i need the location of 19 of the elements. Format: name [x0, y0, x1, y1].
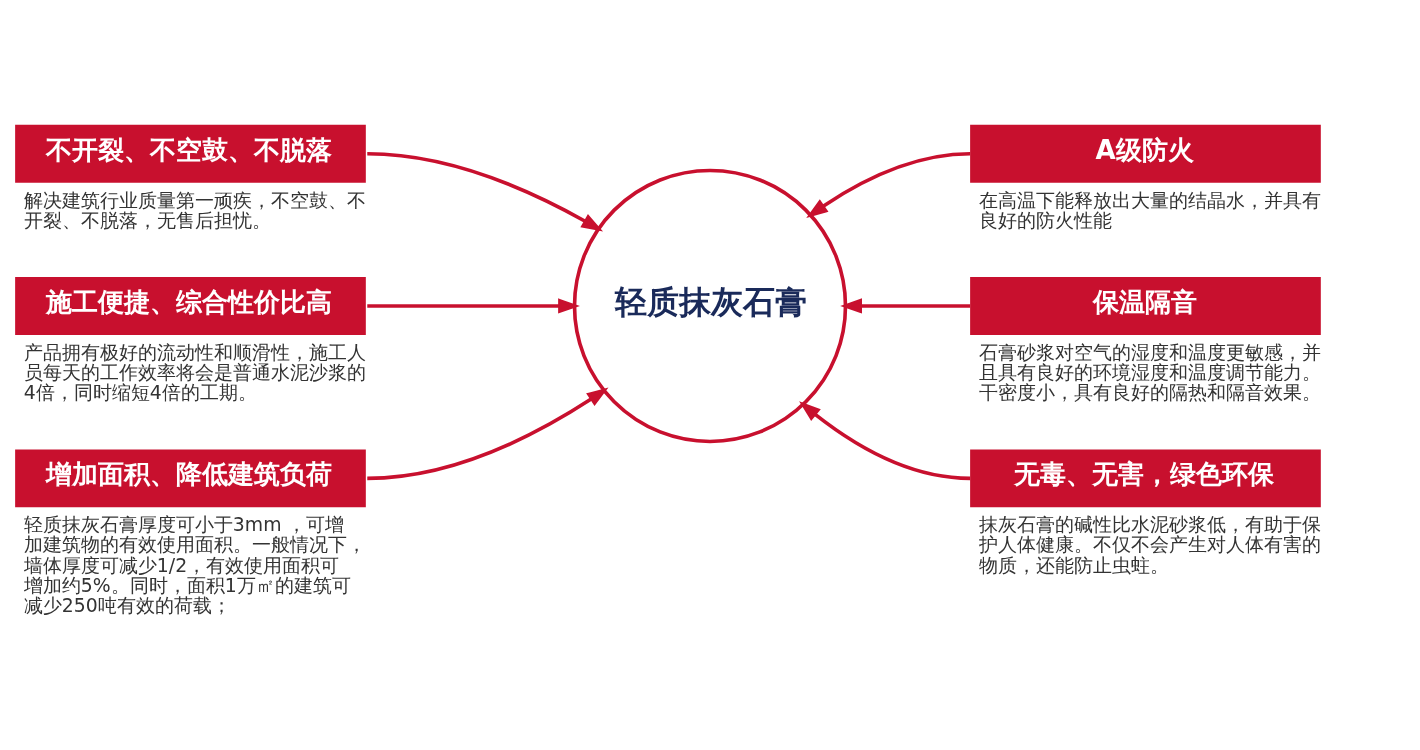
node-label: 轻质抹灰石膏厚度可小于3mm ，可增加建筑物的有效使用面积。一般情况下，墙体厚度可减少1/2，有效使用面积可增加约5%。同时，面积1万㎡的建筑可减少250吨有效的荷载； — [23, 513, 366, 616]
arrow — [806, 151, 971, 218]
node-box: 无毒、无害，绿色环保 — [970, 448, 1321, 507]
arrow — [840, 297, 971, 314]
node-box: 增加面积、降低建筑负荷 — [15, 448, 366, 507]
arrow — [367, 151, 604, 231]
arrow — [799, 400, 971, 480]
node-label: 在高温下能释放出大量的结晶水，并具有良好的防火性能 — [978, 189, 1321, 231]
node-box: 施工便捷、综合性价比高 — [15, 276, 366, 335]
node-box: A级防火 — [970, 124, 1321, 183]
node-label: 抹灰石膏的碱性比水泥砂浆低，有助于保护人体健康。不仅不会产生对人体有害的物质，还能防止虫蛀。 — [978, 513, 1321, 576]
arrow — [367, 387, 609, 480]
node-label: 石膏砂浆对空气的湿度和温度更敏感，并且具有良好的环境湿度和温度调节能力。干密度小，具有良好的隔热和隔音效果。 — [978, 341, 1321, 403]
node-label: 解决建筑行业质量第一顽疾，不空鼓、不开裂、不脱落，无售后担忧。 — [23, 189, 366, 231]
node-box: 不开裂、不空鼓、不脱落 — [15, 124, 366, 183]
node-circle: 轻质抹灰石膏 — [572, 168, 848, 443]
arrow — [367, 297, 580, 314]
node-label: 产品拥有极好的流动性和顺滑性，施工人员每天的工作效率将会是普通水泥沙浆的4倍，同时缩短4倍的工期。 — [23, 341, 366, 403]
node-box: 保温隔音 — [970, 276, 1321, 335]
